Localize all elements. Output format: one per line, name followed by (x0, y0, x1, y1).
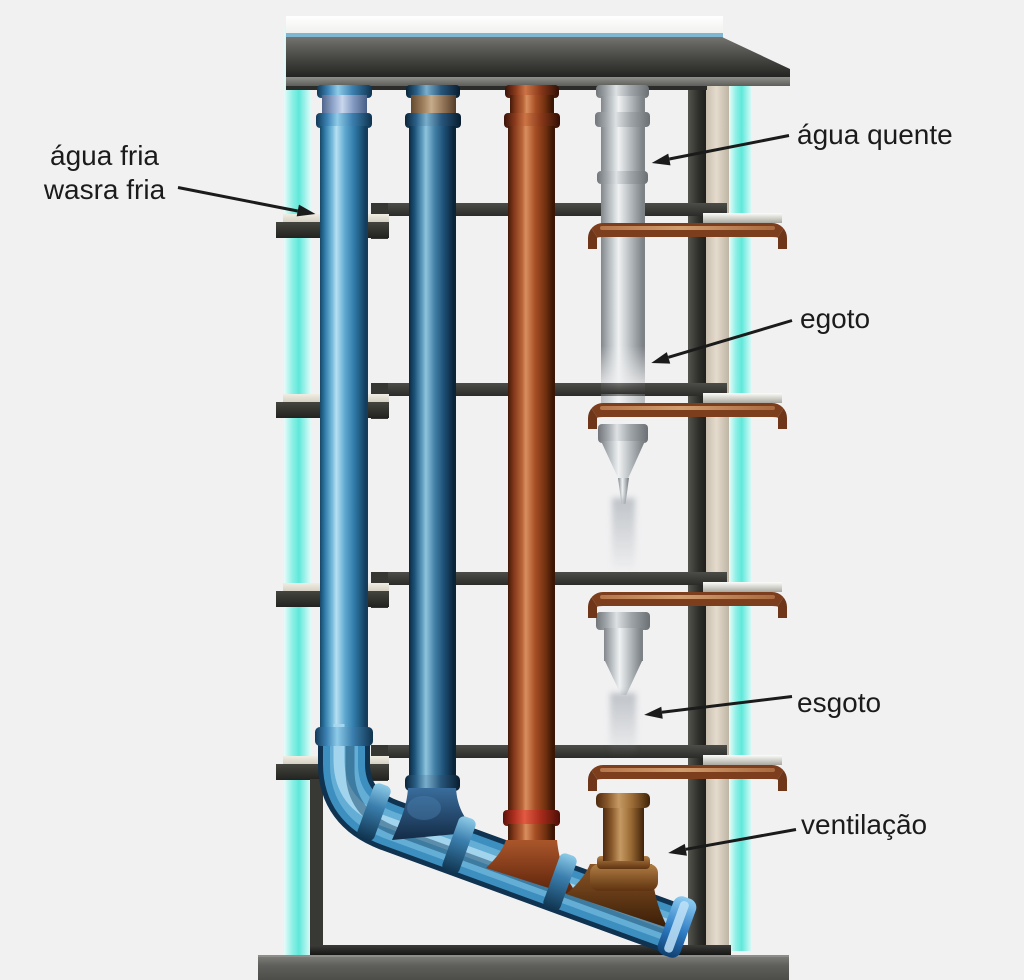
label-hot-water: água quente (797, 119, 953, 150)
basement-left-wall (310, 779, 323, 949)
water-stream (618, 478, 629, 504)
left-wall-glass (284, 28, 311, 957)
floor4-sill (703, 755, 782, 765)
sewage-stack-red-coupling (503, 810, 560, 826)
ground-floor-slab (310, 945, 731, 957)
slope-coupling-1 (357, 783, 391, 841)
hopper-cone-1 (601, 441, 645, 480)
cold-water-pipe-top-collar (317, 85, 372, 98)
water-mist-2 (610, 693, 636, 757)
floor2-fixture-bracket (588, 403, 787, 429)
roof-blue-trim (286, 33, 723, 38)
floor4-fixture-bracket (588, 765, 787, 791)
water-mist-1 (612, 498, 635, 572)
label-ventilation: ventilação (801, 809, 928, 840)
riser2-pipe (409, 126, 456, 778)
sewage-stack-top-collar (505, 85, 559, 98)
floor1-fixture-bracket (588, 223, 787, 249)
label-cold-water-line1: água fria (50, 140, 159, 171)
hopper-collar-2 (596, 612, 650, 630)
roof-dark-slab (286, 37, 790, 78)
roof-underside-line (286, 86, 707, 90)
slope-coupling-3 (543, 853, 577, 911)
hot-water-pipe-upper (601, 96, 645, 396)
cold-water-pipe-coupling (316, 113, 372, 128)
floor3-sill (703, 582, 782, 592)
hopper-cone-2 (604, 659, 643, 695)
hot-water-pipe-top-collar (596, 85, 649, 98)
drain-assembly (315, 724, 697, 958)
floor3-fixture-bracket (588, 592, 787, 618)
cold-water-pipe (320, 126, 368, 736)
roof-top-slab (286, 16, 723, 34)
right-wall-column (688, 85, 706, 947)
riser2-end-coupling (405, 775, 460, 791)
collector-drain-pipe (318, 724, 680, 953)
vent-pipe-base (590, 864, 658, 891)
elbow-top-coupling (315, 727, 373, 746)
foundation-slab (258, 955, 789, 980)
sewage-stack-coupling (504, 113, 560, 128)
vent-pipe-collar (596, 793, 650, 808)
hot-water-pipe-coupling-2 (597, 171, 648, 184)
junction-highlight (407, 796, 441, 820)
hopper-collar-1 (598, 424, 648, 443)
hot-water-pipe-coupling-1 (595, 112, 650, 127)
vent-pipe-body (603, 805, 644, 861)
right-wall-glass (729, 80, 752, 951)
hot-water-pipe-sliver (601, 394, 645, 405)
label-cold-water-line2: wasra fria (43, 174, 166, 205)
label-sewage-lower: esgoto (797, 687, 882, 718)
cold-water-pipe-roof-stub (322, 95, 367, 116)
riser2-coupling (405, 113, 461, 128)
sewage-stack-pipe (508, 126, 555, 814)
floor2-sill (703, 393, 782, 403)
slope-coupling-2 (442, 816, 476, 874)
hot-water-pipe-lower (604, 628, 643, 661)
label-cold-water: água fria wasra fria (22, 139, 187, 207)
floor1-sill (703, 213, 782, 223)
drain-end-flange (657, 896, 697, 958)
sewage-stack-roof-stub (510, 95, 554, 116)
roof-underside-band (286, 77, 790, 86)
riser2-roof-stub (411, 95, 456, 116)
label-sewage-upper: egoto (800, 303, 871, 334)
riser2-top-collar (406, 85, 460, 98)
right-wall-tan-layer (706, 85, 729, 951)
arrow-cold-water (177, 186, 299, 213)
